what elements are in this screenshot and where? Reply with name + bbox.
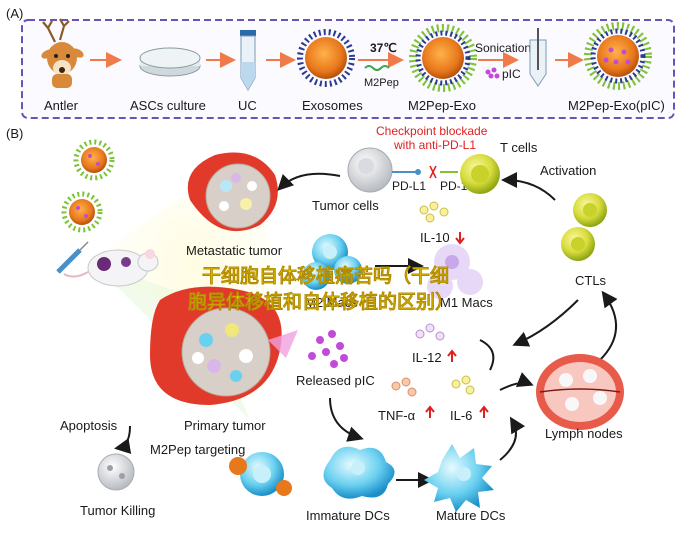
exosome-left-bottom bbox=[61, 191, 103, 233]
immature-dc-icon bbox=[323, 446, 395, 499]
apoptosis-arrow bbox=[114, 425, 132, 454]
m2pep-exo-icon bbox=[409, 24, 477, 92]
pic-release-arrow bbox=[268, 330, 298, 358]
apoptosis-label: Apoptosis bbox=[60, 418, 118, 433]
anti-pdl1-label: with anti-PD-L1 bbox=[393, 138, 476, 152]
activation-arrow bbox=[501, 172, 556, 201]
il12-label: IL-12 bbox=[412, 350, 442, 365]
ctls-label: CTLs bbox=[575, 273, 607, 288]
panel-a-label: (A) bbox=[6, 6, 23, 21]
tnf-cytokine-icon bbox=[391, 377, 417, 397]
immature-dcs-label: Immature DCs bbox=[306, 508, 390, 523]
panel-a-frame bbox=[21, 19, 675, 119]
pd-binding-icon bbox=[392, 165, 458, 179]
pd-1-label: PD-1 bbox=[440, 179, 468, 193]
m1-macrophage-icon bbox=[427, 244, 483, 299]
antler-deer-icon bbox=[41, 18, 84, 88]
pd-l1-label: PD-L1 bbox=[392, 179, 426, 193]
tumor-killing-label: Tumor Killing bbox=[80, 503, 155, 518]
released-pic-label: Released pIC bbox=[296, 373, 375, 388]
lymph-node-icon bbox=[536, 354, 624, 430]
sonication-label: Sonication bbox=[475, 41, 531, 55]
sonication-tube-icon bbox=[529, 28, 547, 87]
exosome-icon bbox=[297, 29, 355, 87]
il12-up-arrow bbox=[447, 349, 457, 362]
uc-label: UC bbox=[238, 98, 257, 113]
m2pep-exo-pic-icon bbox=[584, 22, 652, 90]
tnf-alpha-label: TNF-α bbox=[378, 408, 416, 423]
arrow-tumor-to-meta bbox=[277, 172, 341, 191]
m2pep-exo-label: M2Pep-Exo bbox=[408, 98, 476, 113]
t-cells-label: T cells bbox=[500, 140, 538, 155]
m2-macs-label: M2 Macs bbox=[305, 295, 358, 310]
m2pep-targeting-label: M2Pep targeting bbox=[150, 442, 245, 457]
primary-tumor-label: Primary tumor bbox=[184, 418, 266, 433]
petri-dish-icon bbox=[139, 47, 201, 77]
syringe-icon bbox=[56, 241, 89, 274]
watermark-line-2: 胞异体移植和自体移植的区别） bbox=[188, 290, 454, 313]
checkpoint-blockade-label: Checkpoint blockade bbox=[376, 124, 488, 138]
temperature-label: 37℃ bbox=[370, 41, 397, 55]
ctl-cells-icon bbox=[561, 193, 607, 261]
arrow-lymph-to-ctl bbox=[599, 290, 618, 361]
panel-b-label: (B) bbox=[6, 126, 23, 141]
antler-label: Antler bbox=[44, 98, 79, 113]
tnf-up-arrow bbox=[425, 405, 435, 418]
pic-label: pIC bbox=[502, 67, 521, 81]
il12-cytokine-icon bbox=[415, 323, 445, 341]
centrifuge-tube-icon bbox=[240, 30, 256, 91]
il10-label: IL-10 bbox=[420, 230, 450, 245]
il6-cytokine-icon bbox=[451, 375, 475, 395]
released-pic-icon bbox=[308, 330, 348, 368]
tumor-cells-label: Tumor cells bbox=[312, 198, 379, 213]
m2-macrophage-icon bbox=[302, 234, 362, 290]
exosomes-label: Exosomes bbox=[302, 98, 363, 113]
il10-cytokine-icon bbox=[419, 201, 449, 223]
metastatic-tumor-icon bbox=[187, 152, 278, 232]
m2pep-label: M2Pep bbox=[364, 77, 399, 89]
metastatic-tumor-label: Metastatic tumor bbox=[186, 243, 283, 258]
dying-cell-icon bbox=[97, 453, 135, 491]
mature-dcs-label: Mature DCs bbox=[436, 508, 506, 523]
arrow-ctl-to-macro bbox=[512, 299, 579, 347]
ascs-culture-label: ASCs culture bbox=[130, 98, 206, 113]
il10-down-arrow bbox=[455, 232, 465, 245]
m2pep-exo-pic-label: M2Pep-Exo(pIC) bbox=[568, 98, 665, 113]
m1-macs-label: M1 Macs bbox=[440, 295, 493, 310]
lymph-nodes-label: Lymph nodes bbox=[545, 426, 623, 441]
mouse-icon bbox=[63, 249, 159, 287]
m2pep-peptide-icon bbox=[364, 65, 390, 71]
exosome-left-top bbox=[73, 139, 115, 181]
arrow-dc-to-cytokine bbox=[499, 416, 526, 461]
primary-tumor-icon bbox=[150, 286, 282, 405]
pic-molecule-icon bbox=[485, 67, 500, 79]
targeted-macrophage-icon bbox=[229, 452, 292, 496]
il6-label: IL-6 bbox=[450, 408, 472, 423]
watermark-line-1: 干细胞自体移植痛苦吗（干细 bbox=[202, 264, 449, 287]
arrow-to-lymph bbox=[499, 372, 534, 391]
tumor-cells-icon bbox=[347, 147, 393, 193]
arrow-il12 bbox=[479, 339, 495, 371]
activation-label: Activation bbox=[540, 163, 596, 178]
il6-up-arrow bbox=[479, 405, 489, 418]
t-cell-icon bbox=[460, 154, 500, 194]
mature-dc-icon bbox=[424, 444, 494, 512]
arrow-pic-to-dc bbox=[329, 397, 364, 442]
